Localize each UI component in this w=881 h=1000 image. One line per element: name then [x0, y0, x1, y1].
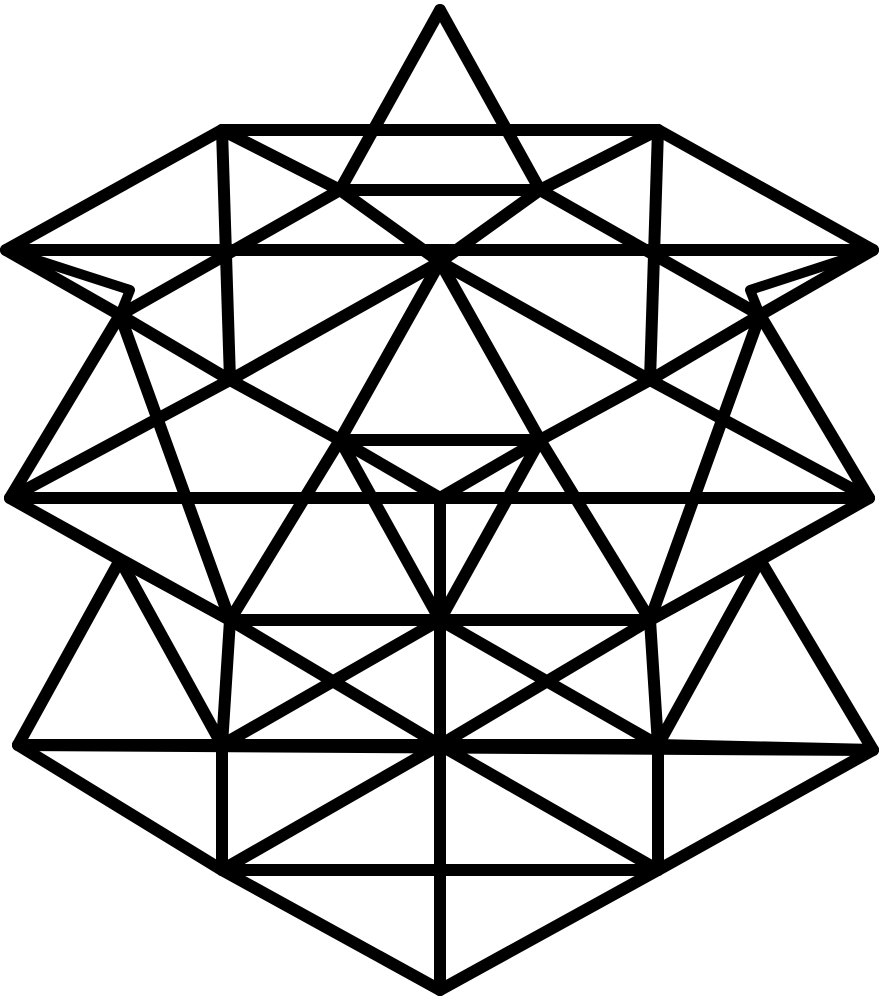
lattice-edge — [224, 256, 446, 386]
lattice-edge — [652, 124, 879, 256]
lattice-edge — [652, 744, 879, 876]
lattice-edge — [224, 374, 346, 446]
lattice-edge — [114, 309, 236, 626]
lattice-edge — [434, 864, 664, 996]
lattice-edge — [334, 4, 446, 196]
lattice-edge — [216, 614, 236, 751]
corner-triangle — [1, 245, 135, 320]
lattice-edge — [534, 374, 656, 446]
lattice-edge — [644, 309, 766, 386]
lattice-edge — [434, 614, 656, 751]
lattice-edge — [12, 739, 228, 876]
lattice-edge — [434, 256, 656, 386]
lattice-edge — [644, 374, 875, 504]
lattice-edge — [644, 124, 664, 386]
lattice-edge — [644, 309, 766, 626]
lattice-edge — [4, 374, 236, 504]
lattice-icon — [0, 4, 879, 996]
lattice-edge — [434, 256, 546, 446]
lattice-edge — [216, 124, 236, 386]
lattice-edge — [644, 614, 664, 751]
lattice-edge — [114, 554, 236, 626]
lattice-edge — [216, 864, 446, 996]
lattice-edge — [434, 434, 546, 504]
lattice-edge — [334, 184, 446, 268]
lattice-edge — [754, 309, 875, 504]
lattice-edge — [534, 434, 656, 626]
lattice-edge — [216, 614, 446, 751]
lattice-edge — [0, 124, 228, 256]
lattice-edge — [652, 554, 766, 751]
lattice-edge — [434, 184, 546, 268]
lattice-edge — [434, 434, 546, 626]
lattice-edge — [114, 309, 236, 386]
lattice-edge — [754, 554, 879, 756]
lattice-edge — [434, 739, 664, 876]
lattice-edge — [652, 739, 879, 756]
lattice-edge — [644, 554, 766, 626]
lattice-edge — [216, 739, 446, 876]
lattice-edge — [224, 434, 346, 626]
lattice-edge — [334, 256, 446, 446]
lattice-edge — [12, 554, 126, 751]
lattice-edge — [334, 434, 446, 626]
lattice-edge — [114, 554, 228, 751]
corner-triangle — [745, 245, 878, 320]
lattice-edge — [216, 124, 346, 196]
lattice-edge — [4, 309, 126, 504]
lattice-edge — [534, 124, 664, 196]
lattice-edge — [334, 434, 446, 504]
lattice-edge — [434, 4, 546, 196]
